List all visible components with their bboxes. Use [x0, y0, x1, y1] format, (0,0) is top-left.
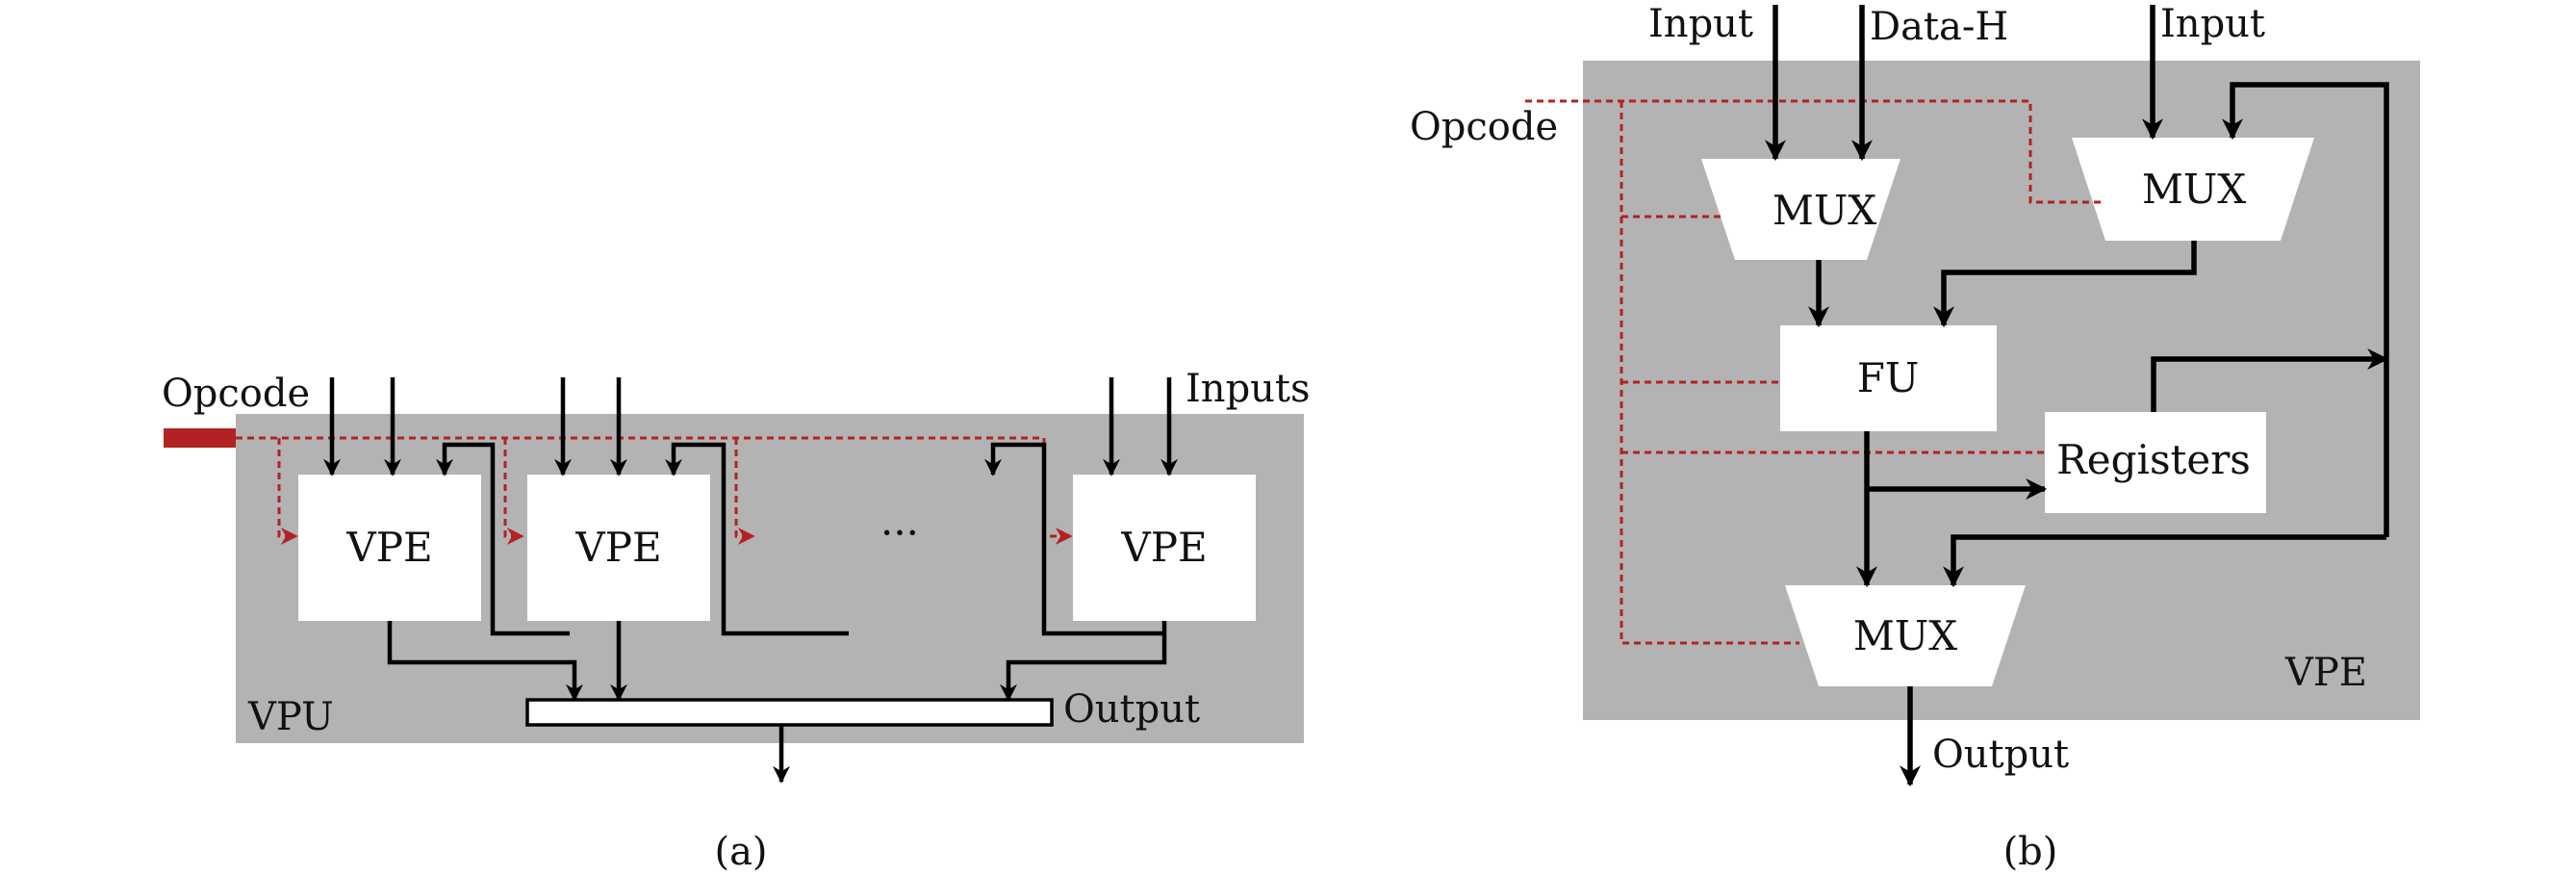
inputs-label: Inputs: [1186, 367, 1311, 411]
input-left-label: Input: [1648, 2, 1753, 46]
data-h-label: Data-H: [1870, 5, 2008, 49]
registers-block: [2045, 412, 2266, 513]
opcode-bus-bar: [164, 428, 236, 448]
registers-label: Registers: [2056, 436, 2251, 483]
ellipsis: ···: [880, 509, 919, 556]
mux-bottom: [1785, 585, 2026, 686]
vpu-data-wires: [323, 377, 1178, 784]
output-label-a: Output: [1063, 687, 1200, 732]
input-right-label: Input: [2160, 2, 2265, 46]
mux-bottom-label: MUX: [1853, 612, 1957, 659]
vpe-data-wires: [1765, 5, 2389, 787]
caption-a: (a): [714, 830, 767, 874]
vpu-label: VPU: [247, 695, 334, 739]
panel-b: Input Data-H Input Opcode MUX MUX FU Reg…: [1410, 2, 2420, 874]
output-label-b: Output: [1932, 733, 2069, 777]
opcode-control-lines-b: [1525, 99, 2105, 645]
mux-right-label: MUX: [2142, 166, 2246, 213]
vpe-block-1: [298, 475, 481, 621]
mux-left: [1701, 159, 1900, 260]
opcode-label: Opcode: [162, 372, 310, 416]
vpe-2-label: VPE: [574, 524, 661, 571]
vpe-block-3: [1073, 475, 1256, 621]
output-bus-bar: [525, 698, 1054, 727]
vpe-3-label: VPE: [1120, 524, 1207, 571]
mux-right: [2072, 138, 2314, 241]
caption-b: (b): [2003, 830, 2058, 874]
vpe-1-label: VPE: [345, 524, 432, 571]
fu-block: [1780, 325, 1997, 431]
panel-a: Opcode Inputs VPE VPE VPE ··· VPU Output…: [162, 367, 1311, 874]
vpe-block-2: [527, 475, 710, 621]
vpe-container-label: VPE: [2284, 651, 2367, 695]
fu-label: FU: [1857, 354, 1920, 401]
opcode-label-b: Opcode: [1410, 105, 1558, 149]
mux-left-label: MUX: [1773, 187, 1876, 234]
